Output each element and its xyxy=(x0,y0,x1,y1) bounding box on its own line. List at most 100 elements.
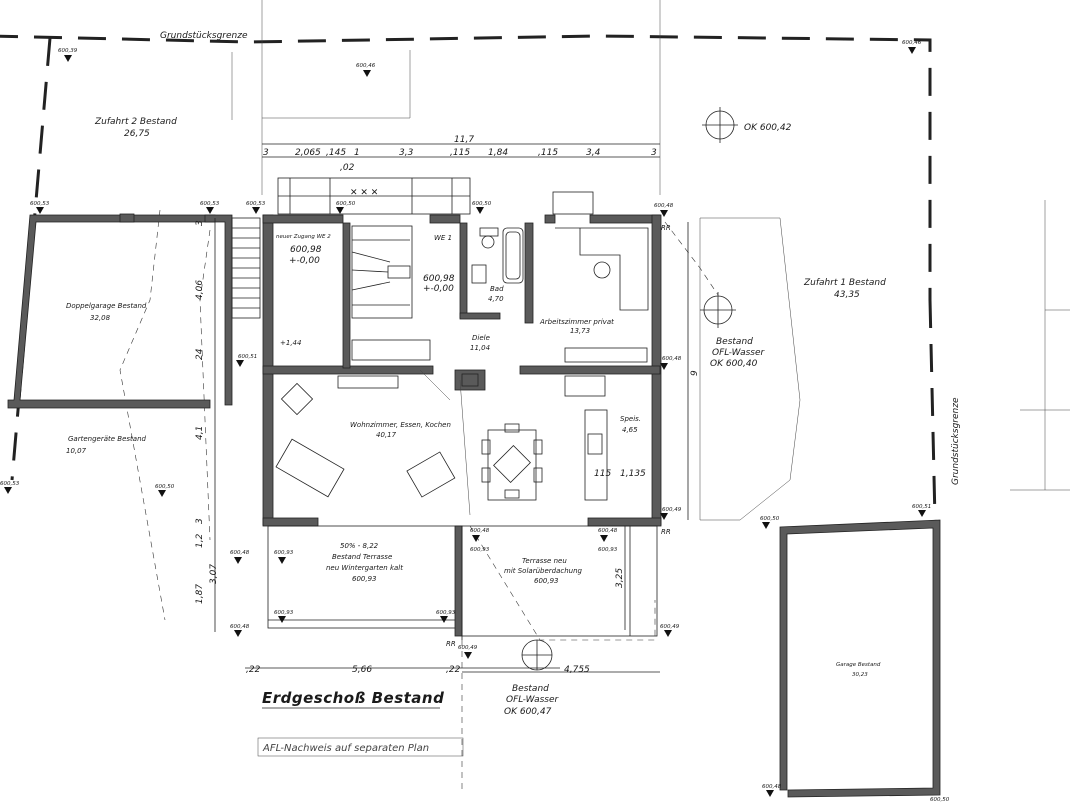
dim-bottom: 5,66 xyxy=(352,665,372,675)
level-label: 600,39 xyxy=(58,48,78,54)
room-gartengeraete-name: Gartengeräte Bestand xyxy=(68,435,147,443)
ofl-right-l2: OFL-Wasser xyxy=(712,348,766,358)
level-label: 600,49 xyxy=(458,645,478,651)
level-label: 600,53 xyxy=(30,201,50,207)
level-label: 600,48 xyxy=(662,356,682,362)
level-markers xyxy=(4,47,926,797)
dim-top: 1,84 xyxy=(488,148,508,158)
bathroom-fixtures xyxy=(471,227,524,284)
rr-mark: RR xyxy=(661,528,671,536)
room-arbeitszimmer-name: Arbeitszimmer privat xyxy=(539,318,614,326)
dim-left: 1,87 xyxy=(195,584,205,604)
ofl-right-l3: OK 600,40 xyxy=(710,359,758,369)
level-label: 600,50 xyxy=(155,484,175,490)
room-we1-level: 600,98 xyxy=(423,274,455,284)
garage-walls xyxy=(779,519,941,798)
room-arbeitszimmer-area: 13,73 xyxy=(570,327,590,335)
level-label: 600,53 xyxy=(0,481,20,487)
rr-mark: RR xyxy=(661,224,671,232)
ofl-top-label: OK 600,42 xyxy=(744,123,792,133)
level-label: 600,93 xyxy=(470,547,490,553)
dim-left: 3,07 xyxy=(209,564,219,584)
room-bad-name: Bad xyxy=(490,285,504,293)
dimension-lines xyxy=(214,143,689,673)
room-zugang-name: neuer Zugang WE 2 xyxy=(276,234,331,240)
ofl-symbols xyxy=(664,107,738,328)
dim-left: 3 xyxy=(195,518,205,524)
room-terrasse-neu-name2: mit Solarüberdachung xyxy=(504,567,583,575)
room-zufahrt2-area: 26,75 xyxy=(124,129,150,139)
level-label: 600,50 xyxy=(472,201,492,207)
house-walls xyxy=(262,214,662,527)
ofl-bottom-l3: OK 600,47 xyxy=(504,707,552,717)
dim-top: 2,065 xyxy=(295,148,321,158)
dim-bottom: 4,755 xyxy=(564,665,590,675)
level-label: 600,53 xyxy=(200,201,220,207)
dim-kitchen: 115 xyxy=(594,469,611,479)
room-terrasse-neu-name1: Terrasse neu xyxy=(522,557,567,565)
plan-note: AFL-Nachweis auf separaten Plan xyxy=(262,743,429,754)
dim-top: ,02 xyxy=(340,163,355,173)
level-label: 600,46 xyxy=(902,40,922,46)
doppelgarage-walls xyxy=(7,213,233,409)
dim-top: 3 xyxy=(263,148,269,158)
room-garage-area: 30,23 xyxy=(852,672,868,678)
dim-bottom: ,22 xyxy=(446,665,461,675)
level-label: 600,51 xyxy=(912,504,931,510)
level-label: 600,51 xyxy=(238,354,257,360)
office-furniture xyxy=(552,191,649,363)
level-label: 600,93 xyxy=(598,547,618,553)
room-garage-name: Garage Bestand xyxy=(836,662,881,668)
dim-left: 24 xyxy=(195,348,205,360)
dim-left: 3 xyxy=(195,220,205,226)
room-bad-area: 4,70 xyxy=(488,295,504,303)
dim-terrace: 3,25 xyxy=(615,568,625,588)
room-we1-rel: +-0,00 xyxy=(423,284,454,294)
dim-left: 4,06 xyxy=(195,280,205,300)
dim-kitchen: 1,135 xyxy=(620,469,646,479)
level-label: 600,48 xyxy=(654,203,674,209)
room-terrasse-level: 600,93 xyxy=(352,575,377,583)
room-wohnzimmer-name: Wohnzimmer, Essen, Kochen xyxy=(350,421,451,429)
dim-left: 4,1 xyxy=(195,426,205,440)
living-furniture xyxy=(275,369,608,516)
level-label: 600,93 xyxy=(436,610,456,616)
level-label: 600,50 xyxy=(336,201,356,207)
level-label: 600,48 xyxy=(762,784,782,790)
room-terrasse-name2: neu Wintergarten kalt xyxy=(326,564,403,572)
ofl-bottom-l1: Bestand xyxy=(512,684,549,694)
level-label: 600,49 xyxy=(660,624,680,630)
stair-interior xyxy=(351,225,431,361)
room-diele-area: 11,04 xyxy=(470,344,490,352)
top-balcony: ✕ ✕ ✕ xyxy=(277,177,471,215)
room-terrasse-pct: 50% - 8,22 xyxy=(340,542,379,550)
level-label: 600,50 xyxy=(930,797,950,803)
room-terrasse-neu-level: 600,93 xyxy=(534,577,559,585)
room-doppelgarage-area: 32,08 xyxy=(90,314,111,322)
room-diele-name: Diele xyxy=(472,334,490,342)
level-label: 600,46 xyxy=(356,63,376,69)
terrace-walls xyxy=(267,525,658,671)
level-label: 600,93 xyxy=(274,610,294,616)
level-label: 600,53 xyxy=(246,201,266,207)
dim-top: 3,4 xyxy=(586,148,601,158)
dim-top-total: 11,7 xyxy=(454,135,474,145)
dim-top: ,115 xyxy=(450,148,470,158)
level-label: 600,93 xyxy=(274,550,294,556)
level-label: 600,48 xyxy=(230,624,250,630)
boundary-label-right: Grundstücksgrenze xyxy=(951,397,961,485)
room-terrasse-name1: Bestand Terrasse xyxy=(332,553,392,561)
room-speis-name: Speis. xyxy=(620,415,641,423)
room-we1-name: WE 1 xyxy=(434,234,452,242)
ofl-right-l1: Bestand xyxy=(716,337,753,347)
room-gartengeraete-area: 10,07 xyxy=(66,447,87,455)
room-zugang-rel: +-0,00 xyxy=(289,256,320,266)
level-label: 600,49 xyxy=(662,507,682,513)
room-zufahrt1-name: Zufahrt 1 Bestand xyxy=(803,278,886,288)
site-lines xyxy=(119,0,1070,790)
dim-bottom: ,22 xyxy=(246,665,261,675)
property-boundary xyxy=(0,34,937,521)
dim-top: 3 xyxy=(651,148,657,158)
room-doppelgarage-name: Doppelgarage Bestand xyxy=(66,302,147,310)
